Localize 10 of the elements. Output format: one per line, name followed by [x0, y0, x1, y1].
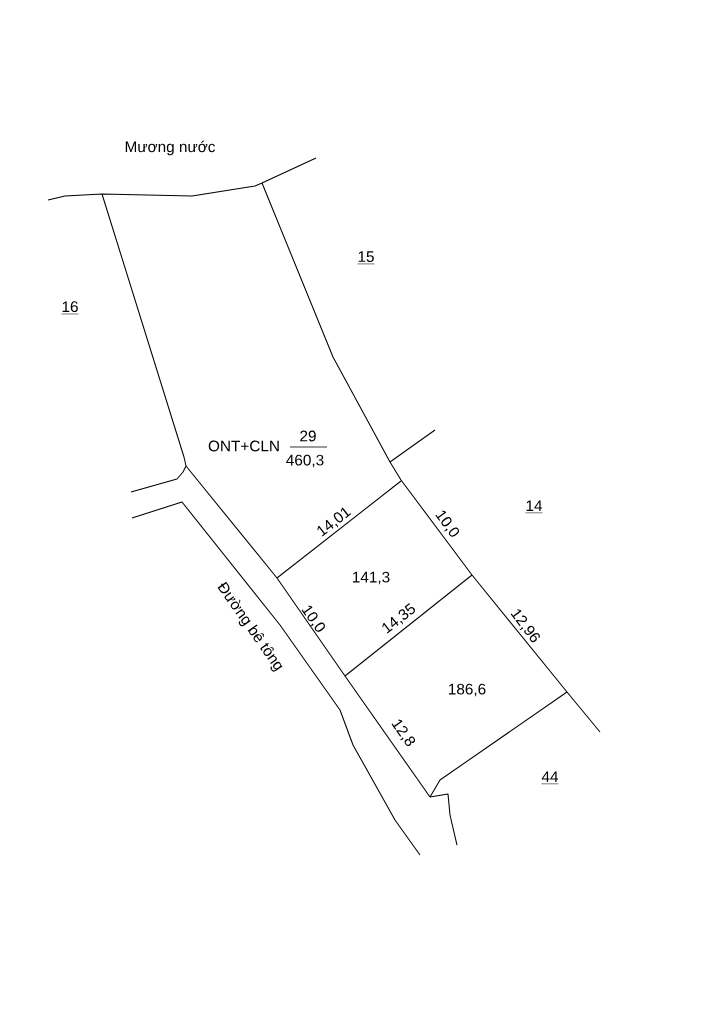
parcel-number: 44: [541, 771, 559, 785]
parcel-number: 16: [61, 301, 79, 315]
parcel-number: 14: [525, 500, 543, 514]
ditch-label: Mương nước: [125, 140, 215, 156]
parcel-number: 15: [357, 251, 375, 265]
parcel-area: 186,6: [449, 683, 486, 697]
parcel-area: 141,3: [353, 571, 390, 585]
land-use-code: ONT+CLN: [208, 440, 279, 452]
parcel-area: 460,3: [286, 454, 324, 468]
parcel-number: 29: [300, 430, 316, 442]
